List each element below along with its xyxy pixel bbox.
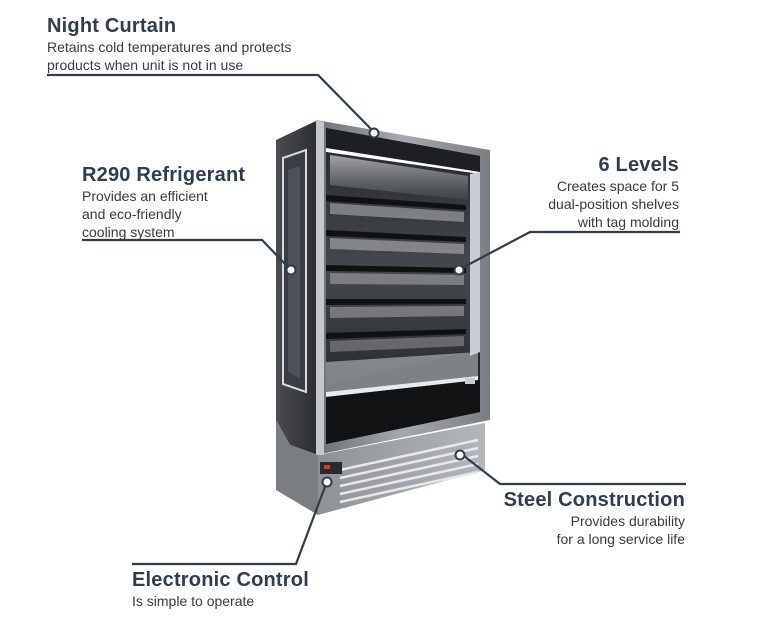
electronic-desc-line1: Is simple to operate bbox=[132, 593, 255, 609]
night-curtain-leader bbox=[47, 73, 373, 131]
electronic-callout: Electronic Control Is simple to operate bbox=[132, 568, 309, 610]
night-curtain-callout: Night Curtain Retains cold temperatures … bbox=[47, 14, 291, 74]
levels-title: 6 Levels bbox=[598, 154, 679, 176]
steel-callout: Steel Construction Provides durability f… bbox=[504, 488, 685, 548]
steel-desc-line2: for a long service life bbox=[556, 531, 685, 547]
levels-leader bbox=[461, 230, 680, 269]
callout-dots bbox=[285, 127, 466, 488]
levels-desc-line3: with tag molding bbox=[577, 214, 679, 230]
levels-callout: 6 Levels Creates space for 5 dual-positi… bbox=[548, 153, 679, 231]
leader-lines bbox=[47, 73, 686, 566]
levels-desc-line2: dual-position shelves bbox=[548, 196, 679, 212]
steel-desc-line1: Provides durability bbox=[570, 513, 685, 529]
night-curtain-desc-line1: Retains cold temperatures and protects bbox=[47, 39, 292, 55]
refrigerant-leader bbox=[82, 238, 289, 268]
electronic-leader bbox=[132, 483, 328, 566]
refrigerant-desc-line1: Provides an efficient bbox=[82, 188, 208, 204]
cabinet-side-panel bbox=[276, 120, 318, 455]
electronic-title: Electronic Control bbox=[132, 569, 309, 591]
steel-dot bbox=[454, 449, 466, 461]
refrigerant-callout: R290 Refrigerant Provides an efficient a… bbox=[82, 163, 245, 241]
refrigerant-dot bbox=[285, 264, 297, 276]
control-panel bbox=[320, 462, 342, 474]
electronic-dot bbox=[321, 476, 333, 488]
refrigerant-desc-line2: and eco-friendly bbox=[82, 206, 182, 222]
steel-title: Steel Construction bbox=[503, 489, 685, 511]
refrigerant-title: R290 Refrigerant bbox=[82, 164, 246, 186]
levels-dot bbox=[453, 264, 465, 276]
night-curtain-dot bbox=[368, 127, 380, 139]
night-curtain-desc-line2: products when unit is not in use bbox=[47, 57, 244, 73]
night-curtain-title: Night Curtain bbox=[47, 15, 177, 37]
levels-desc-line1: Creates space for 5 bbox=[556, 178, 679, 194]
steel-leader bbox=[463, 455, 686, 486]
bottom-deck bbox=[326, 352, 480, 444]
shelves bbox=[326, 195, 466, 352]
refrigerant-desc-line3: cooling system bbox=[82, 224, 175, 240]
